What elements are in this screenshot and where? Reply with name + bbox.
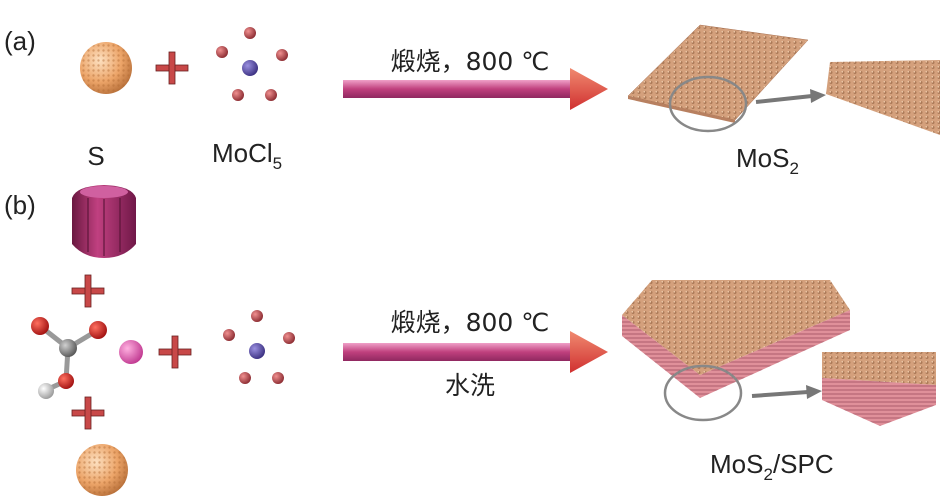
sulfur-sphere-icon [80,42,132,94]
product-mos2-spc-label: MoS2/SPC [710,449,834,484]
mocl5-molecule-icon [216,27,288,101]
reactant-mocl5-label: MoCl5 [212,138,282,173]
plus-icon [158,335,192,369]
panel-b-label: (b) [4,190,36,220]
reaction-arrow-a [343,68,608,110]
panel-a-label: (a) [4,26,36,56]
product-mos2-label: MoS2 [736,143,799,178]
mos2-sheet-icon [627,24,940,135]
washing-label: 水洗 [445,371,495,400]
cyclodextrin-cylinder-icon [72,185,136,258]
reaction-arrow-b [343,331,608,373]
mocl5-molecule-icon [223,310,295,384]
sulfur-sphere-icon [76,444,128,496]
reactant-s-label: S [87,141,104,171]
plus-icon [71,396,105,430]
plus-icon [155,51,189,85]
condition-b-label: 煅烧，800 ℃ [391,308,550,337]
bicarbonate-molecule-icon [31,317,107,399]
plus-icon [71,274,105,308]
potassium-ion-icon [119,340,143,364]
condition-a-label: 煅烧，800 ℃ [391,47,550,76]
mos2-spc-slab-icon [622,280,936,426]
